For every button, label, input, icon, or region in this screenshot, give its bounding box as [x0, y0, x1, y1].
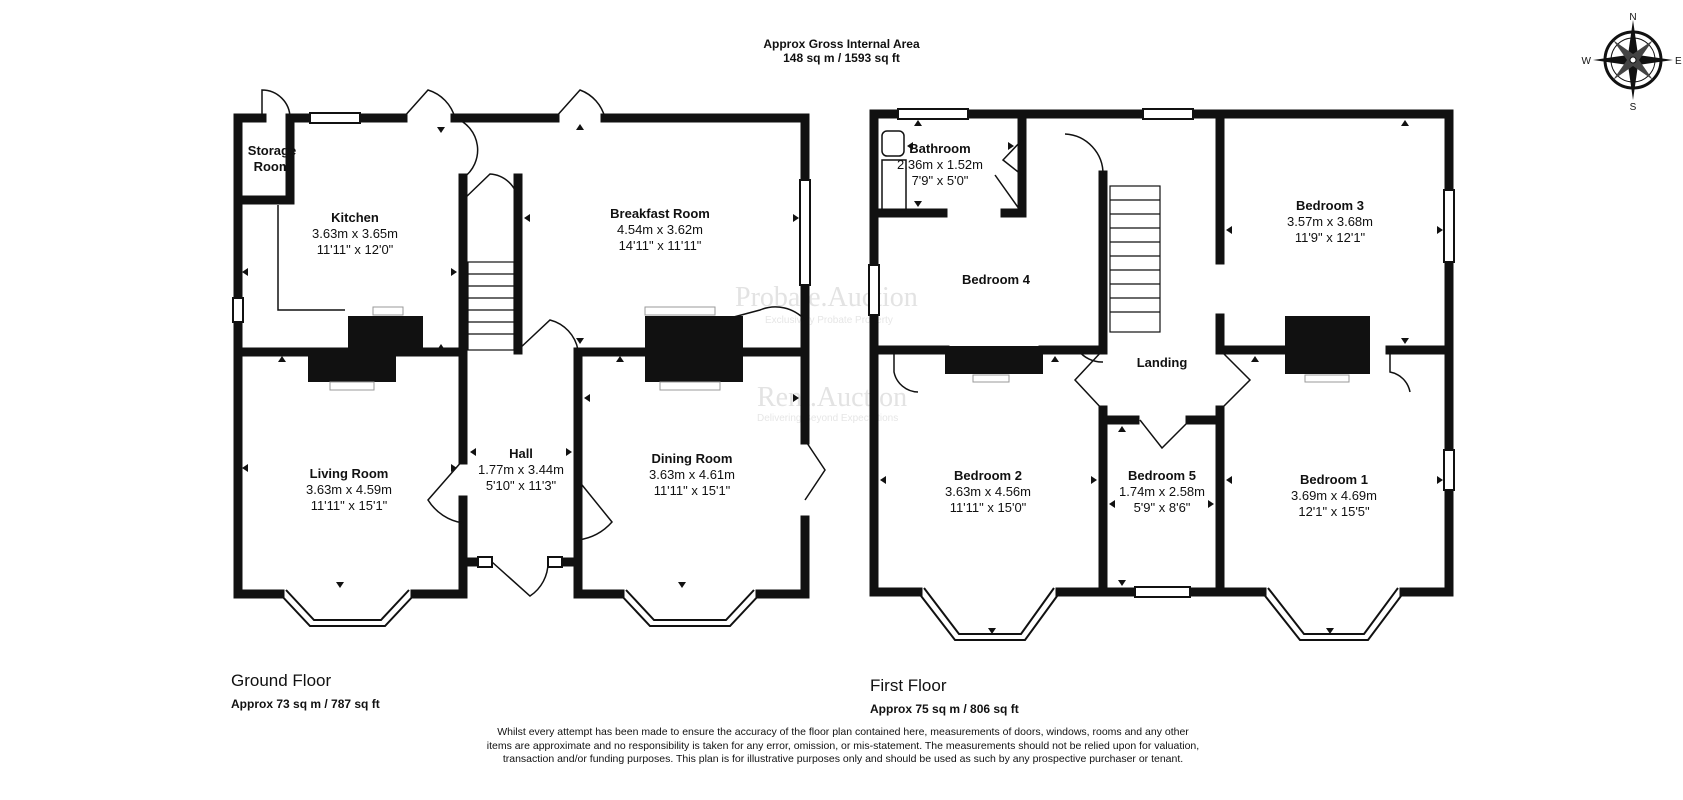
bedroom-5-name: Bedroom 5: [1128, 468, 1196, 483]
bedroom-1-metric: 3.69m x 4.69m: [1291, 488, 1377, 503]
landing-name: Landing: [1137, 355, 1188, 370]
living-room-metric: 3.63m x 4.59m: [306, 482, 392, 497]
storage-room-label-2: Room: [254, 159, 291, 174]
bedroom-5-metric: 1.74m x 2.58m: [1119, 484, 1205, 499]
bathroom-name: Bathroom: [909, 141, 970, 156]
breakfast-room-metric: 4.54m x 3.62m: [617, 222, 703, 237]
compass-w: W: [1582, 56, 1592, 67]
bedroom-1-name: Bedroom 1: [1300, 472, 1368, 487]
first-floor-area: Approx 75 sq m / 806 sq ft: [870, 702, 1019, 716]
dining-room-metric: 3.63m x 4.61m: [649, 467, 735, 482]
watermark-tagline-1: Exclusively Probate Property: [765, 315, 893, 326]
bedroom-3-name: Bedroom 3: [1296, 198, 1364, 213]
breakfast-room-imperial: 14'11" x 11'11": [619, 238, 702, 253]
ground-floor-area: Approx 73 sq m / 787 sq ft: [231, 697, 380, 711]
bathroom-imperial: 7'9" x 5'0": [912, 173, 969, 188]
dining-room-name: Dining Room: [652, 451, 733, 466]
bedroom-2-imperial: 11'11" x 15'0": [950, 500, 1027, 515]
watermark-brand-2: Rent.Auction: [757, 382, 908, 413]
gross-area-title: Approx Gross Internal Area: [763, 37, 920, 51]
compass-rose-icon: N S E W: [1582, 12, 1682, 113]
compass-e: E: [1675, 56, 1682, 67]
bedroom-3-metric: 3.57m x 3.68m: [1287, 214, 1373, 229]
gross-area-value: 148 sq m / 1593 sq ft: [783, 51, 900, 65]
first-floor-title: First Floor: [870, 676, 947, 695]
ground-floor-plan: Storage Room Kitchen 3.63m x 3.65m 11'11…: [232, 89, 826, 627]
kitchen-metric: 3.63m x 3.65m: [312, 226, 398, 241]
hall-metric: 1.77m x 3.44m: [478, 462, 564, 477]
bedroom-2-metric: 3.63m x 4.56m: [945, 484, 1031, 499]
hall-name: Hall: [509, 446, 533, 461]
watermark-tagline-2: Delivering Beyond Expectations: [757, 413, 899, 424]
first-floor-plan: Bathroom 2.36m x 1.52m 7'9" x 5'0" Bedro…: [868, 108, 1455, 641]
bedroom-1-imperial: 12'1" x 15'5": [1298, 504, 1370, 519]
kitchen-name: Kitchen: [331, 210, 379, 225]
bedroom-2-name: Bedroom 2: [954, 468, 1022, 483]
kitchen-imperial: 11'11" x 12'0": [317, 242, 394, 257]
compass-n: N: [1629, 12, 1636, 23]
bedroom-5-imperial: 5'9" x 8'6": [1134, 500, 1191, 515]
living-room-name: Living Room: [310, 466, 389, 481]
compass-s: S: [1630, 102, 1637, 113]
bedroom-4-name: Bedroom 4: [962, 272, 1031, 287]
breakfast-room-name: Breakfast Room: [610, 206, 710, 221]
disclaimer-text: Whilst every attempt has been made to en…: [486, 726, 1200, 765]
dining-room-imperial: 11'11" x 15'1": [654, 483, 731, 498]
ground-floor-title: Ground Floor: [231, 671, 332, 690]
bedroom-3-imperial: 11'9" x 12'1": [1295, 230, 1366, 245]
bathroom-metric: 2.36m x 1.52m: [897, 157, 983, 172]
living-room-imperial: 11'11" x 15'1": [311, 498, 388, 513]
storage-room-label-1: Storage: [248, 143, 296, 158]
hall-imperial: 5'10" x 11'3": [486, 478, 557, 493]
